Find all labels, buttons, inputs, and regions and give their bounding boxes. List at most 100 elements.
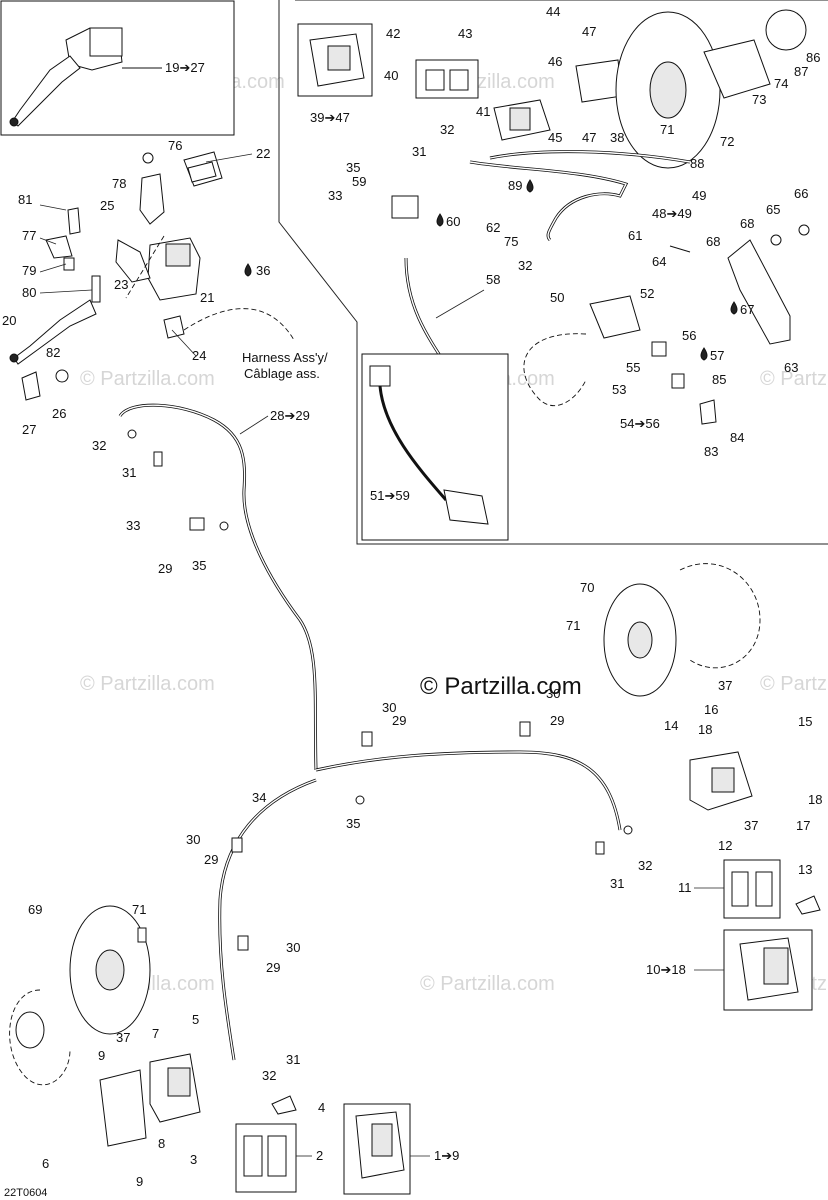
callout-29d: 29 <box>204 852 218 867</box>
callout-35b: 35 <box>346 816 360 831</box>
callout-29e: 29 <box>266 960 280 975</box>
callout-61: 61 <box>628 228 642 243</box>
callout-32d: 32 <box>440 122 454 137</box>
harness-note-line2: Câblage ass. <box>244 366 320 381</box>
callout-29a: 29 <box>158 561 172 576</box>
callout-14: 14 <box>664 718 678 733</box>
callout-29b: 29 <box>392 713 406 728</box>
watermark: © Partzilla.com <box>80 368 215 390</box>
callout-71a: 71 <box>566 618 580 633</box>
callout-41: 41 <box>476 104 490 119</box>
callout-68b: 68 <box>740 216 754 231</box>
callout-33a: 33 <box>126 518 140 533</box>
harness-note-line1: Harness Ass'y/ <box>242 350 328 365</box>
inset-master-cylinder: 19➔27 <box>0 0 235 136</box>
callout-8: 8 <box>158 1136 165 1151</box>
callout-22: 22 <box>256 146 270 161</box>
callout-46: 46 <box>548 54 562 69</box>
callout-67: 67 <box>740 302 754 317</box>
callout-77: 77 <box>22 228 36 243</box>
callout-11: 11 <box>678 880 692 895</box>
front-right-brake: 70 71 14 16 18 37 15 18 17 37 12 32 31 1… <box>566 563 822 1011</box>
watermark: © Partzilla.com <box>760 368 828 390</box>
callout-62: 62 <box>486 220 500 235</box>
watermark: © Partzilla.com <box>760 673 828 695</box>
callout-18b: 18 <box>808 792 822 807</box>
callout-32a: 32 <box>92 438 106 453</box>
callout-4: 4 <box>318 1100 325 1115</box>
callout-86: 86 <box>806 50 820 65</box>
watermark: © Partzilla.com <box>420 973 555 995</box>
callout-89: 89 <box>508 178 522 193</box>
callout-68a: 68 <box>706 234 720 249</box>
callout-88: 88 <box>690 156 704 171</box>
callout-71c: 71 <box>660 122 674 137</box>
callout-17: 17 <box>796 818 810 833</box>
callout-43: 43 <box>458 26 472 41</box>
callout-85: 85 <box>712 372 726 387</box>
callout-24: 24 <box>192 348 206 363</box>
callout-69: 69 <box>28 902 42 917</box>
callout-12: 12 <box>718 838 732 853</box>
callout-59: 59 <box>352 174 366 189</box>
callout-83: 83 <box>704 444 718 459</box>
callout-32c: 32 <box>262 1068 276 1083</box>
callout-40: 40 <box>384 68 398 83</box>
callout-23: 23 <box>114 277 128 292</box>
callout-82: 82 <box>46 345 60 360</box>
callout-32e: 32 <box>518 258 532 273</box>
callout-70: 70 <box>580 580 594 595</box>
callout-33b: 33 <box>328 188 342 203</box>
callout-9a: 9 <box>98 1048 105 1063</box>
callout-30a: 30 <box>382 700 396 715</box>
callout-37a: 37 <box>718 678 732 693</box>
callout-64: 64 <box>652 254 666 269</box>
callout-1-9: 1➔9 <box>434 1148 459 1163</box>
callout-45: 45 <box>548 130 562 145</box>
callout-47a: 47 <box>582 24 596 39</box>
callout-2: 2 <box>316 1148 323 1163</box>
callout-48-49: 48➔49 <box>652 206 692 221</box>
callout-25: 25 <box>100 198 114 213</box>
callout-75: 75 <box>504 234 518 249</box>
watermark: © Partzilla.com <box>80 673 215 695</box>
callout-26: 26 <box>52 406 66 421</box>
callout-49: 49 <box>692 188 706 203</box>
callout-56: 56 <box>682 328 696 343</box>
callout-31d: 31 <box>412 144 426 159</box>
callout-34: 34 <box>252 790 266 805</box>
callout-37c: 37 <box>116 1030 130 1045</box>
callout-35a: 35 <box>192 558 206 573</box>
callout-15: 15 <box>798 714 812 729</box>
callout-7: 7 <box>152 1026 159 1041</box>
callout-6: 6 <box>42 1156 49 1171</box>
callout-38: 38 <box>610 130 624 145</box>
callout-27: 27 <box>22 422 36 437</box>
callout-76: 76 <box>168 138 182 153</box>
callout-78: 78 <box>112 176 126 191</box>
callout-74: 74 <box>774 76 788 91</box>
callout-39-47: 39➔47 <box>310 110 350 125</box>
section-frame <box>278 0 828 545</box>
callout-32b: 32 <box>638 858 652 873</box>
callout-66: 66 <box>794 186 808 201</box>
front-left-brake: 69 71 37 7 9 5 31 32 6 8 3 9 2 4 1➔9 <box>9 902 459 1195</box>
callout-79: 79 <box>22 263 36 278</box>
callout-31b: 31 <box>610 876 624 891</box>
callout-18a: 18 <box>698 722 712 737</box>
callout-28-29: 28➔29 <box>270 408 310 423</box>
rear-brake-section: 39➔47 40 42 43 44 47 46 41 45 47 38 71 7… <box>297 4 820 541</box>
callout-13: 13 <box>798 862 812 877</box>
copyright-text: © Partzilla.com <box>420 673 582 700</box>
callout-9b: 9 <box>136 1174 143 1189</box>
callout-50: 50 <box>550 290 564 305</box>
callout-55: 55 <box>626 360 640 375</box>
callout-60: 60 <box>446 214 460 229</box>
callout-35c: 35 <box>346 160 360 175</box>
front-master-cylinder-group: 81 77 79 80 20 82 23 25 78 76 22 21 36 2… <box>2 138 328 437</box>
callout-51-59: 51➔59 <box>370 488 410 503</box>
callout-84: 84 <box>730 430 744 445</box>
callout-53: 53 <box>612 382 626 397</box>
callout-54-56: 54➔56 <box>620 416 660 431</box>
callout-44: 44 <box>546 4 560 19</box>
